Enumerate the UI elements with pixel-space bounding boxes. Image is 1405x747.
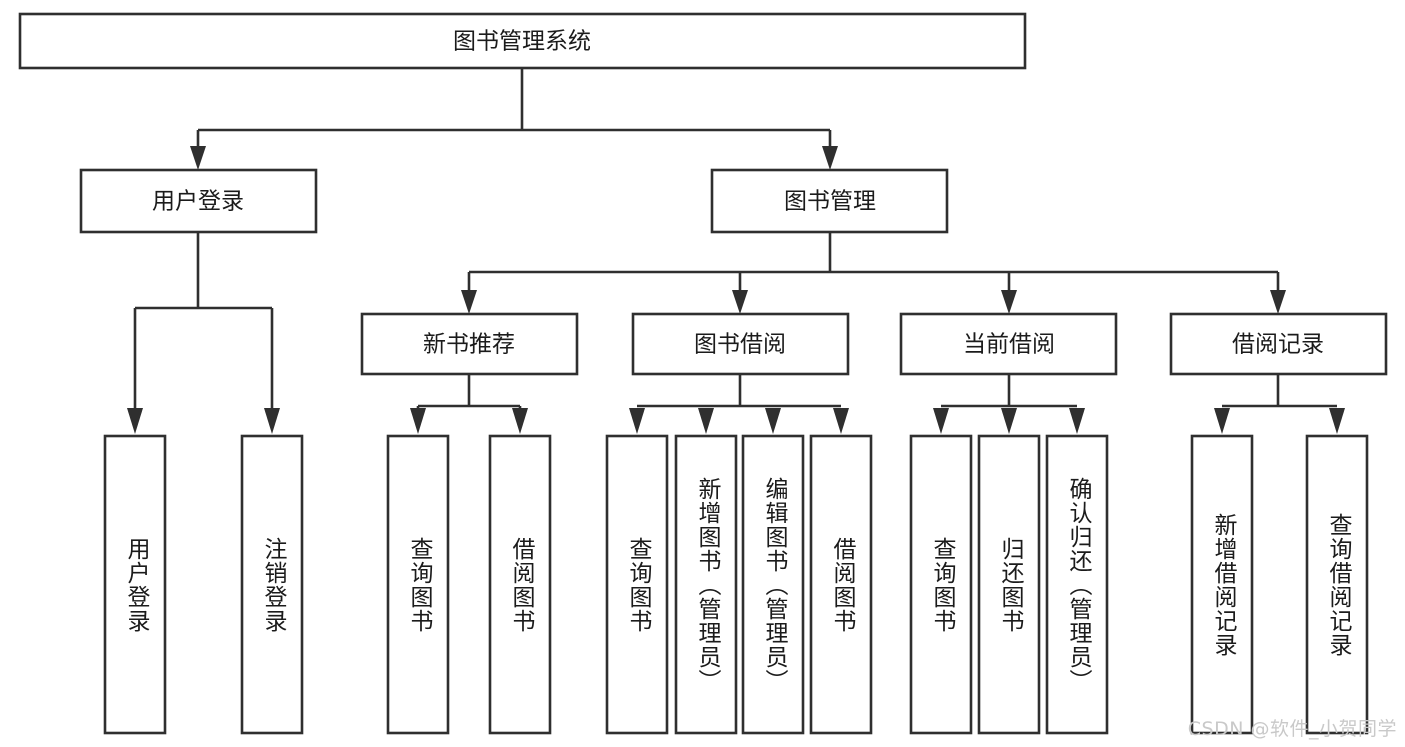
leaf-box-borrow-4[interactable] [809,434,873,735]
arrow-current-l1 [933,408,949,434]
node-new-book-recommend-box[interactable] [360,312,579,376]
arrow-current-l3 [1069,408,1085,434]
node-borrow-record[interactable]: 借阅记录 [1169,312,1388,376]
arrow-bookmgmt-c4 [1270,290,1286,314]
leaf-box-user-login-1[interactable] [103,434,167,735]
arrow-newbook-l1 [410,408,426,434]
node-book-borrow-box[interactable] [631,312,850,376]
arrow-root-to-login [190,146,206,170]
node-current-borrow-box[interactable] [899,312,1118,376]
node-user-login[interactable]: 用户登录 [79,168,318,234]
node-borrow-record-box[interactable] [1169,312,1388,376]
leaf-box-current-1[interactable] [909,434,973,735]
leaf-box-newbook-2[interactable] [488,434,552,735]
node-borrow-record-label: 借阅记录 [1232,332,1324,358]
arrow-bookmgmt-c1 [461,290,477,314]
arrow-bookmgmt-c3 [1001,290,1017,314]
leaf-box-borrow-2[interactable] [674,434,738,735]
leaf-box-record-1[interactable] [1190,434,1254,735]
node-book-management[interactable]: 图书管理 [710,168,949,234]
node-book-management-label: 图书管理 [784,189,876,215]
leaf-box-group [103,434,1369,735]
leaf-box-borrow-1[interactable] [605,434,669,735]
arrow-borrow-l2 [698,408,714,434]
leaf-box-user-login-2[interactable] [240,434,304,735]
arrow-borrow-l4 [833,408,849,434]
node-new-book-recommend-label: 新书推荐 [423,332,515,358]
node-current-borrow[interactable]: 当前借阅 [899,312,1118,376]
arrow-current-l2 [1001,408,1017,434]
arrow-login-l2 [264,408,280,434]
arrow-borrow-l3 [765,408,781,434]
leaf-box-borrow-3[interactable] [741,434,805,735]
node-root-box[interactable] [18,12,1027,70]
arrow-newbook-l2 [512,408,528,434]
node-current-borrow-label: 当前借阅 [963,332,1055,358]
node-user-login-label: 用户登录 [152,189,244,215]
arrow-record-l2 [1329,408,1345,434]
node-new-book-recommend[interactable]: 新书推荐 [360,312,579,376]
leaf-box-newbook-1[interactable] [386,434,450,735]
arrow-record-l1 [1214,408,1230,434]
node-root[interactable]: 图书管理系统 [18,12,1027,70]
node-root-label: 图书管理系统 [453,29,591,55]
node-book-borrow[interactable]: 图书借阅 [631,312,850,376]
node-book-borrow-label: 图书借阅 [694,332,786,358]
connector-group [127,68,1345,434]
arrow-borrow-l1 [629,408,645,434]
leaf-box-current-2[interactable] [977,434,1041,735]
leaf-box-current-3[interactable] [1045,434,1109,735]
csdn-watermark: CSDN @软件_小贺同学 [1187,718,1397,740]
leaf-box-record-2[interactable] [1305,434,1369,735]
arrow-bookmgmt-c2 [732,290,748,314]
arrow-root-to-bookmgmt [822,146,838,170]
arrow-login-l1 [127,408,143,434]
node-book-management-box[interactable] [710,168,949,234]
node-user-login-box[interactable] [79,168,318,234]
